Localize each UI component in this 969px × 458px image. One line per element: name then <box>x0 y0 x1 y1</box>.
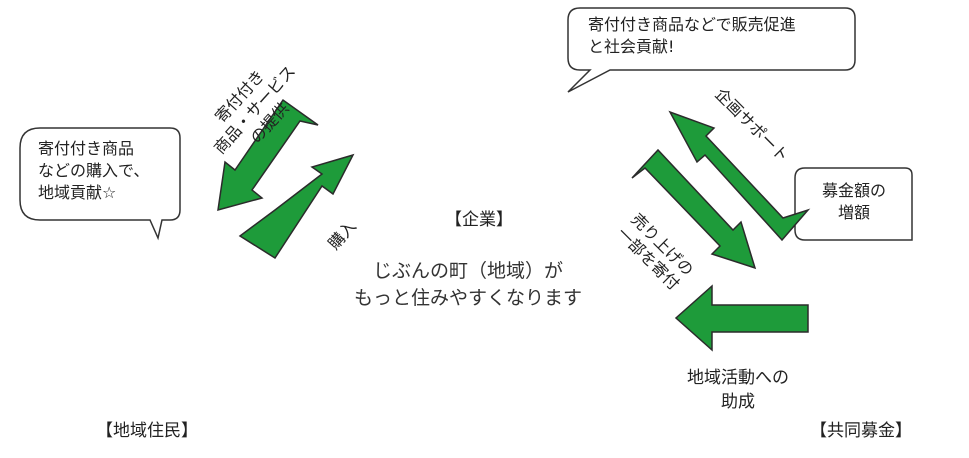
role-residents: 【地域住民】 <box>96 421 198 441</box>
arrow-planning-support <box>668 110 811 242</box>
company-speech-bubble <box>567 7 856 93</box>
arrow-grant <box>674 284 809 352</box>
label-grant: 地域活動への 助成 <box>668 366 808 414</box>
role-company: 【企業】 <box>445 210 513 230</box>
role-fund: 【共同募金】 <box>810 421 912 441</box>
company-bubble-text: 寄付付き商品などで販売促進 と社会貢献! <box>588 14 850 58</box>
fund-bubble-text: 募金額の 増額 <box>800 180 908 224</box>
center-message-line-2: もっと住みやすくなります <box>353 287 582 309</box>
center-message: じぶんの町（地域）が もっと住みやすくなります <box>318 258 618 312</box>
arrow-provide <box>217 98 319 212</box>
fund-bubble-line-1: 募金額の <box>821 181 886 200</box>
arrow-donate-part <box>631 148 757 270</box>
fund-speech-bubble <box>794 167 913 241</box>
company-bubble-line-1: 寄付付き商品などで販売促進 <box>588 15 796 34</box>
center-message-line-1: じぶんの町（地域）が <box>372 260 563 282</box>
fund-bubble-line-2: 増額 <box>837 203 870 222</box>
resident-speech-bubble <box>19 127 181 241</box>
arrow-purchase <box>238 153 355 260</box>
resident-bubble-line-2: などの購入で、 <box>38 161 150 180</box>
resident-bubble-line-1: 寄付付き商品 <box>38 139 135 158</box>
label-grant-line-2: 助成 <box>721 392 755 412</box>
company-bubble-line-2: と社会貢献! <box>588 37 675 56</box>
resident-bubble-line-3: 地域貢献☆ <box>38 183 117 202</box>
resident-bubble-text: 寄付付き商品 などの購入で、 地域貢献☆ <box>38 138 178 204</box>
label-grant-line-1: 地域活動への <box>687 368 789 388</box>
